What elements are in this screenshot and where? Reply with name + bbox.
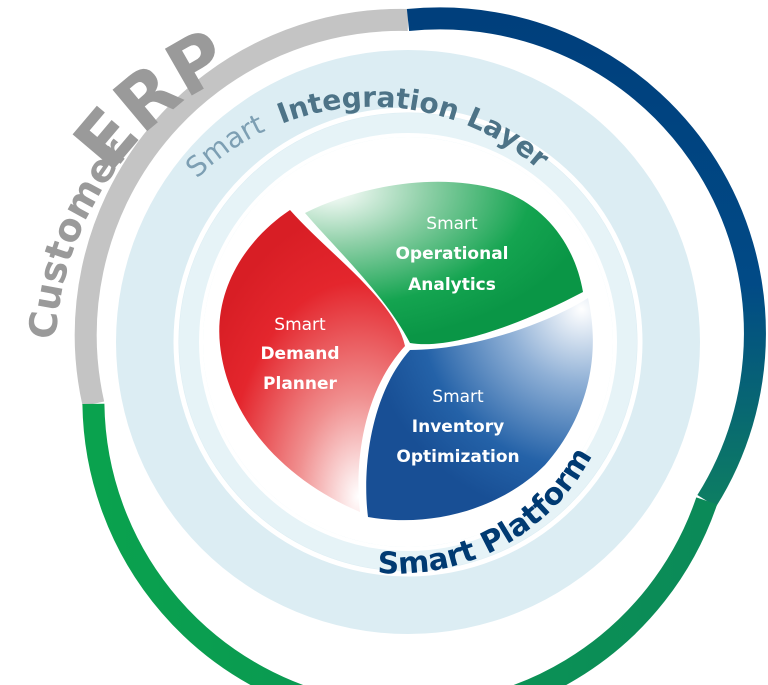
svg-text:Inventory: Inventory — [412, 417, 504, 437]
demand-planner-label: Smart Demand Planner — [260, 315, 339, 394]
outer-ring-gray — [74, 8, 409, 407]
inventory-optimization-segment — [366, 298, 593, 521]
svg-text:Planner: Planner — [263, 374, 337, 394]
inventory-optimization-label: Smart Inventory Optimization — [396, 387, 519, 467]
integration-layer-inner-edge — [173, 107, 643, 577]
svg-text:Smart: Smart — [274, 315, 326, 335]
operational-analytics-segment — [305, 181, 583, 345]
svg-text:Smart: Smart — [432, 387, 484, 407]
svg-text:Smart: Smart — [426, 214, 478, 234]
svg-text:Operational: Operational — [395, 244, 508, 264]
svg-text:Demand: Demand — [260, 344, 339, 364]
svg-text:Analytics: Analytics — [408, 275, 496, 295]
outer-ring-green — [82, 403, 718, 685]
demand-planner-segment — [219, 210, 405, 512]
outer-ring-blue — [406, 7, 766, 507]
operational-analytics-label: Smart Operational Analytics — [395, 214, 508, 295]
platform-core-border — [199, 133, 617, 551]
svg-text:Optimization: Optimization — [396, 447, 519, 467]
